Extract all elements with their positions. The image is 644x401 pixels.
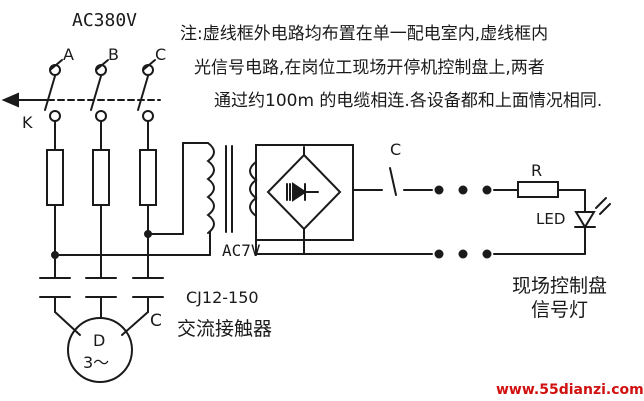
supply-terminals <box>49 59 156 76</box>
contactor-name-label: 交流接触器 <box>177 318 273 340</box>
contactor-model-label: CJ12-150 <box>186 288 259 307</box>
led-label: LED <box>536 210 565 228</box>
note-line-2: 光信号电路,在岗位工现场开停机控制盘上,两者 <box>194 58 545 78</box>
note-line-1: 注:虚线框外电路均布置在单一配电室内,虚线框内 <box>180 24 549 44</box>
secondary-voltage-label: AC7V <box>222 241 261 260</box>
field-panel-caption: 现场控制盘 信号灯 <box>512 274 607 322</box>
motor-phase-label: 3～ <box>83 353 109 372</box>
panel-line-1: 现场控制盘 <box>512 275 608 297</box>
contact-c-label: C <box>390 140 401 159</box>
watermark: www.55dianzi.com <box>496 382 644 398</box>
supply-label: AC380V <box>72 10 137 31</box>
bridge-rectifier <box>255 144 354 255</box>
taps <box>51 142 211 259</box>
phase-a-label: A <box>63 45 74 64</box>
phase-c-label: C <box>155 45 166 64</box>
resistor-label: R <box>531 161 542 180</box>
breaker-k-label: K <box>22 113 33 132</box>
fuses <box>46 120 157 279</box>
motor-d-label: D <box>93 331 105 350</box>
motor <box>67 317 133 383</box>
transformer <box>206 142 258 255</box>
contactor-c-label: C <box>150 311 162 331</box>
contactor-contacts <box>39 277 164 336</box>
phase-b-label: B <box>108 45 119 64</box>
note-line-3: 通过约100m 的电缆相连.各设备都和上面情况相同. <box>214 91 603 111</box>
panel-line-2: 信号灯 <box>531 299 589 321</box>
signal-cable <box>255 167 611 259</box>
